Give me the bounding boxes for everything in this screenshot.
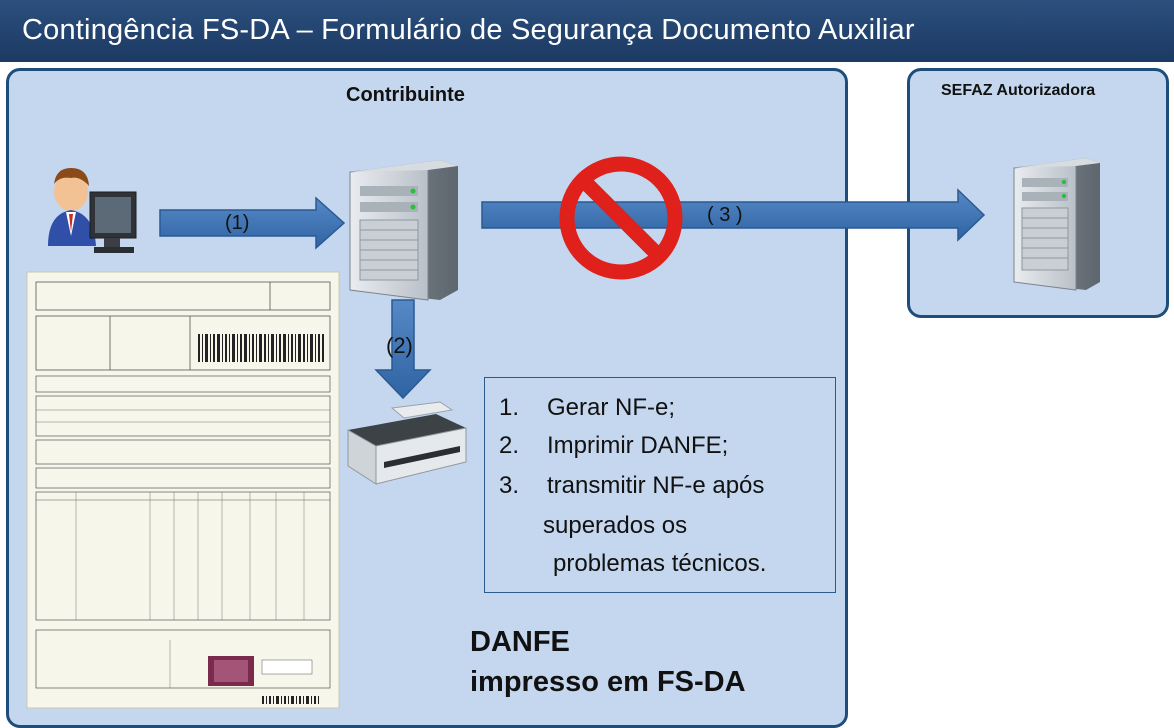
step-3-text: transmitir NF-e após xyxy=(547,472,765,499)
step-1-text: Gerar NF-e; xyxy=(547,394,676,421)
step-3-text-line2: superados os xyxy=(543,512,688,539)
server-icon xyxy=(349,160,458,301)
step-2-number: 2. xyxy=(499,432,520,459)
danfe-label-line1: DANFE xyxy=(470,626,570,658)
printer-icon xyxy=(347,401,467,485)
steps-box: 1. Gerar NF-e; 2. Imprimir DANFE; 3. tra… xyxy=(484,377,836,593)
sefaz-label: SEFAZ Autorizadora xyxy=(941,82,1096,99)
danfe-label-line2: impresso em FS-DA xyxy=(470,666,746,698)
step-1-number: 1. xyxy=(499,394,520,421)
arrow-1-label: (1) xyxy=(225,212,250,234)
danfe-label: DANFE impresso em FS-DA xyxy=(470,622,746,702)
step-3-text-line3: problemas técnicos. xyxy=(553,550,767,577)
arrow-2 xyxy=(374,299,432,400)
step-2-text: Imprimir DANFE; xyxy=(547,432,729,459)
step-3-number: 3. xyxy=(499,472,520,499)
sefaz-server-icon xyxy=(1013,158,1100,291)
arrow-3-label: ( 3 ) xyxy=(707,204,743,226)
user-at-computer-icon xyxy=(48,168,137,253)
contribuinte-label: Contribuinte xyxy=(346,84,465,106)
arrow-1 xyxy=(159,196,346,250)
prohibited-icon xyxy=(559,156,683,280)
danfe-document-image xyxy=(26,271,340,709)
title-bar: Contingência FS-DA – Formulário de Segur… xyxy=(0,0,1174,62)
page-title: Contingência FS-DA – Formulário de Segur… xyxy=(22,14,915,46)
arrow-2-label: (2) xyxy=(386,333,413,358)
